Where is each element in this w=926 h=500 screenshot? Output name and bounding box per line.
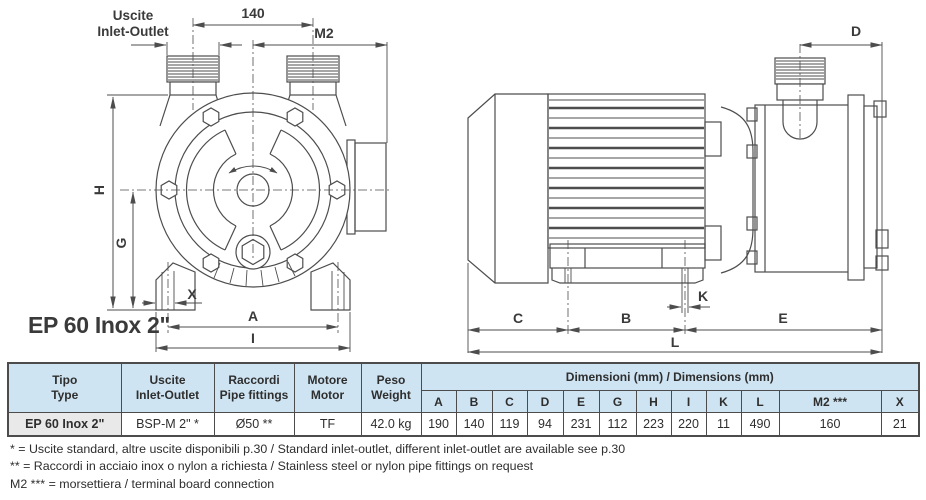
- cell-dim-i: 220: [670, 412, 707, 437]
- dim-col-x: X: [880, 390, 920, 413]
- cell-dim-l: 490: [740, 412, 780, 437]
- dim-label-a: A: [248, 308, 258, 324]
- dim-label-k: K: [698, 288, 708, 304]
- dim-col-h: H: [635, 390, 672, 413]
- cell-dim-x: 21: [880, 412, 920, 437]
- dim-label-140: 140: [241, 5, 265, 21]
- dim-col-g: G: [598, 390, 637, 413]
- table-header-row-2: A B C D E G H I K L M2 *** X: [8, 390, 920, 413]
- dim-label-l: L: [671, 334, 680, 350]
- dim-label-d: D: [851, 23, 861, 39]
- front-centerlines: [120, 18, 390, 333]
- footnotes: * = Uscite standard, altre uscite dispon…: [10, 441, 625, 493]
- pump-head: [746, 57, 889, 281]
- cell-dim-m2: 160: [778, 412, 882, 437]
- cell-dim-c: 119: [491, 412, 528, 437]
- flange-bolts: [160, 107, 346, 273]
- front-motor-silhouette: [346, 139, 387, 235]
- cell-dim-g: 112: [598, 412, 637, 437]
- dim-label-b: B: [621, 310, 631, 326]
- dim-col-i: I: [670, 390, 707, 413]
- cell-dim-a: 190: [420, 412, 457, 437]
- dim-label-g: G: [113, 237, 129, 248]
- cell-dim-k: 11: [705, 412, 742, 437]
- port-label-line2: Inlet-Outlet: [97, 24, 169, 39]
- dim-label-m2: M2: [314, 25, 334, 41]
- port-label-line1: Uscite: [113, 8, 154, 23]
- cell-motor: TF: [293, 412, 362, 437]
- cell-weight: 42.0 kg: [360, 412, 422, 437]
- motor-body: [547, 93, 754, 313]
- dim-col-e: E: [562, 390, 600, 413]
- footnote-2: ** = Raccordi in acciaio inox o nylon a …: [10, 459, 534, 474]
- cell-dim-d: 94: [526, 412, 564, 437]
- table-data-row: EP 60 Inox 2" BSP-M 2" * Ø50 ** TF 42.0 …: [7, 412, 920, 437]
- footnote-3: M2 *** = morsettiera / terminal board co…: [10, 476, 275, 491]
- dim-label-c: C: [513, 310, 523, 326]
- dim-col-d: D: [526, 390, 564, 413]
- pump-feet: [155, 262, 351, 311]
- side-centerlines: [567, 44, 801, 334]
- dim-label-x: X: [187, 286, 197, 302]
- dim-label-h: H: [91, 185, 107, 195]
- fan-cover: [467, 93, 549, 284]
- header-dimensions-group: Dimensioni (mm) / Dimensions (mm): [420, 362, 920, 391]
- side-view-drawing: D C B E K L: [467, 23, 889, 355]
- dim-label-i: I: [251, 330, 255, 346]
- footnote-1: * = Uscite standard, altre uscite dispon…: [10, 442, 626, 456]
- product-title: EP 60 Inox 2": [28, 312, 171, 338]
- side-dimensions: [467, 42, 883, 355]
- dim-col-m2: M2 ***: [778, 390, 882, 413]
- dim-col-c: C: [491, 390, 528, 413]
- dim-label-e: E: [778, 310, 787, 326]
- dim-col-a: A: [420, 390, 457, 413]
- dim-col-k: K: [705, 390, 742, 413]
- front-dimensions: [107, 22, 388, 352]
- pump-flange: [847, 94, 889, 281]
- cell-type: EP 60 Inox 2": [7, 412, 122, 437]
- cell-dim-h: 223: [635, 412, 672, 437]
- dim-col-l: L: [740, 390, 780, 413]
- front-view-drawing: Uscite Inlet-Outlet 140 M2 H G X A I: [91, 5, 390, 352]
- motor-base: [549, 243, 706, 313]
- cell-dim-e: 231: [562, 412, 600, 437]
- dim-col-b: B: [455, 390, 493, 413]
- cell-inlet-outlet: BSP-M 2" *: [120, 412, 215, 437]
- casing-serrations: [213, 261, 296, 287]
- cell-pipe-fittings: Ø50 **: [213, 412, 295, 437]
- cell-dim-b: 140: [455, 412, 493, 437]
